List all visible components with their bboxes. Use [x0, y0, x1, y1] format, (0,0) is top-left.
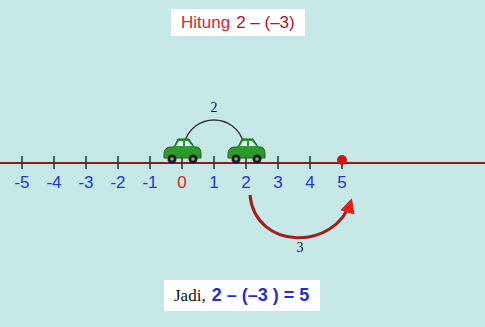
box-text: Jadi, [174, 286, 206, 306]
number-label: 4 [305, 173, 314, 193]
title-box: Hitung 2 – (–3) [171, 9, 305, 36]
car-icon [228, 139, 265, 164]
box-text: 2 – (–3 ) = 5 [212, 285, 310, 306]
arc-label: 2 [211, 100, 218, 116]
number-label: 3 [273, 173, 282, 193]
number-label: -2 [110, 173, 125, 193]
axis-line [0, 162, 485, 164]
jump-arc [184, 120, 244, 144]
arc-label: 3 [297, 240, 304, 256]
number-label: 2 [241, 173, 250, 193]
box-text: Hitung [181, 13, 230, 33]
number-label: 1 [209, 173, 218, 193]
number-label: 5 [337, 173, 346, 193]
box-text: 2 – (–3) [236, 13, 295, 33]
end-dot [337, 155, 347, 165]
number-label: -4 [46, 173, 61, 193]
caption-box: Jadi, 2 – (–3 ) = 5 [164, 280, 320, 311]
car-icon [164, 139, 201, 164]
number-label: -1 [142, 173, 157, 193]
number-label: -3 [78, 173, 93, 193]
number-label: -5 [14, 173, 29, 193]
number-label: 0 [177, 173, 186, 193]
move-arrow [250, 195, 351, 238]
